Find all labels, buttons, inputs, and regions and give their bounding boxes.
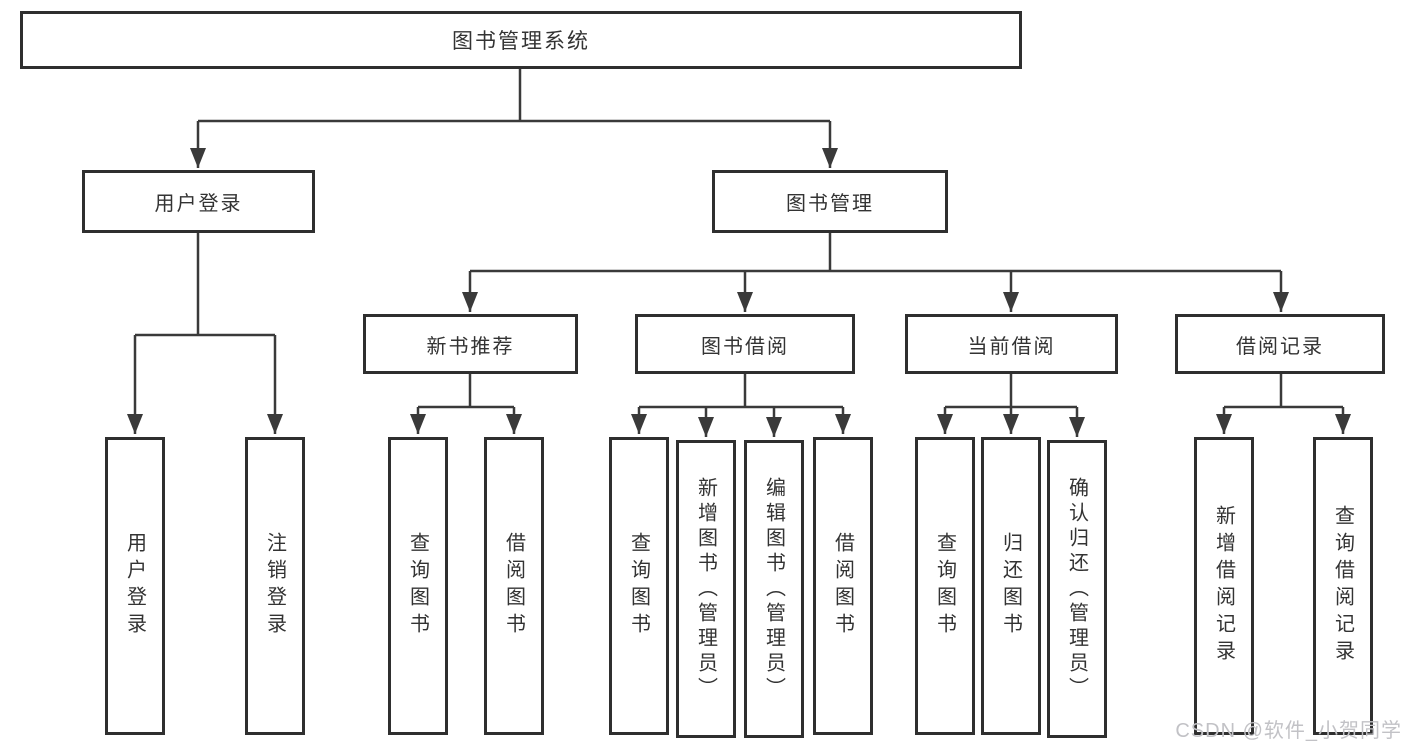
node-user-login: 用户登录 (82, 170, 315, 233)
node-label: 当前借阅 (967, 335, 1056, 358)
node-label: 借阅记录 (1236, 335, 1324, 358)
node-label: 图书管理 (786, 193, 874, 215)
node-current-borrow: 当前借阅 (905, 314, 1118, 374)
node-label: 图书借阅 (701, 335, 789, 358)
node-book-management: 图书管理 (712, 170, 948, 233)
leaf-add-borrow-record: 新增借阅记录 (1194, 437, 1254, 735)
leaf-search-borrow-record: 查询借阅记录 (1313, 437, 1373, 735)
node-library-management-system: 图书管理系统 (20, 11, 1022, 69)
node-borrow-records: 借阅记录 (1175, 314, 1385, 374)
node-label: 新书推荐 (426, 335, 515, 358)
leaf-add-book-admin: 新增图书（管理员） (676, 440, 736, 738)
leaf-return-book: 归还图书 (981, 437, 1041, 735)
leaf-search-book-current: 查询图书 (915, 437, 975, 735)
node-label: 用户登录 (154, 193, 243, 215)
leaf-borrow-book-recommend: 借阅图书 (484, 437, 544, 735)
leaf-borrow-book: 借阅图书 (813, 437, 873, 735)
leaf-search-book-recommend: 查询图书 (388, 437, 448, 735)
node-book-borrow: 图书借阅 (635, 314, 855, 374)
csdn-watermark: CSDN @软件_小贺同学 (1175, 720, 1402, 742)
leaf-search-book-borrow: 查询图书 (609, 437, 669, 735)
leaf-user-login: 用户登录 (105, 437, 165, 735)
node-new-book-recommend: 新书推荐 (363, 314, 578, 374)
leaf-confirm-return-admin: 确认归还（管理员） (1047, 440, 1107, 738)
leaf-logout: 注销登录 (245, 437, 305, 735)
node-label: 图书管理系统 (452, 30, 590, 53)
leaf-edit-book-admin: 编辑图书（管理员） (744, 440, 804, 738)
